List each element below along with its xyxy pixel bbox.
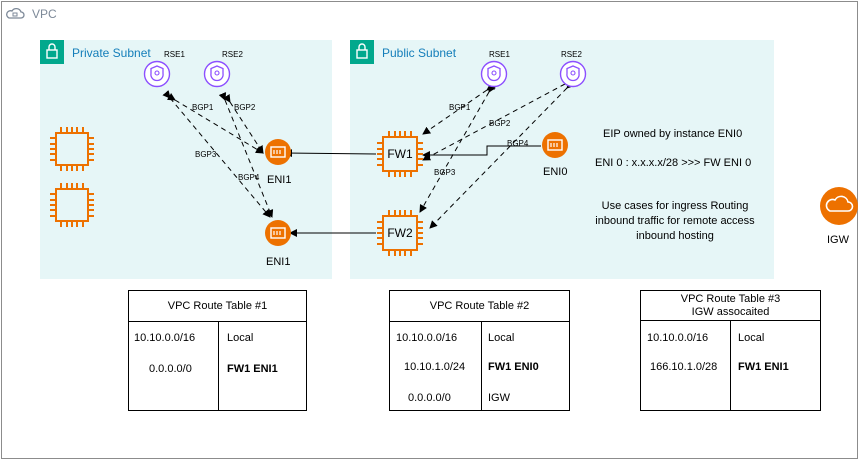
route-target: Local — [227, 332, 254, 344]
eni-icon — [265, 220, 291, 246]
route-table-2: VPC Route Table #2 10.10.0.0/16 Local 10… — [389, 290, 570, 411]
eni-label: ENI1 — [267, 174, 292, 186]
route-table-subtitle: IGW assocaited — [691, 306, 770, 318]
route-target: FW1 ENI0 — [488, 361, 539, 373]
bgp-label: BGP1 — [449, 103, 471, 112]
eni-label: ENI1 — [266, 256, 291, 268]
route-table-1: VPC Route Table #1 10.10.0.0/16 Local 0.… — [128, 290, 307, 411]
route-table-title: VPC Route Table #1 — [129, 291, 306, 322]
fw2-chip-icon — [377, 210, 423, 256]
route-server-endpoint-icon — [480, 60, 508, 88]
route-destination: 10.10.0.0/16 — [134, 332, 196, 344]
rse-label: RSE1 — [489, 50, 510, 59]
fw1-label: FW1 — [387, 147, 413, 161]
eni-label: ENI0 — [543, 166, 568, 178]
lock-icon — [350, 40, 374, 64]
vpc-label: VPC — [32, 7, 57, 21]
use-case-line: inbound hosting — [636, 230, 714, 242]
route-server-endpoint-icon — [559, 60, 587, 88]
fw1-chip-icon — [377, 131, 423, 177]
bgp-label: BGP4 — [507, 139, 529, 148]
private-subnet-title: Private Subnet — [72, 46, 151, 60]
bgp-label: BGP4 — [238, 173, 260, 182]
bgp-label: BGP2 — [489, 119, 511, 128]
igw-icon — [820, 187, 858, 225]
route-destination: 10.10.1.0/24 — [404, 361, 466, 373]
route-target: FW1 ENI1 — [738, 361, 789, 373]
route-target: IGW — [488, 392, 510, 404]
use-case-line: inbound traffic for remote access — [595, 215, 755, 227]
route-target: FW1 ENI1 — [227, 363, 278, 375]
fw2-label: FW2 — [387, 226, 413, 240]
route-destination: 10.10.0.0/16 — [647, 332, 709, 344]
eni-note: ENI 0 : x.x.x.x/28 >>> FW ENI 0 — [595, 157, 752, 169]
rse-label: RSE2 — [561, 50, 582, 59]
eni-icon — [265, 139, 291, 165]
route-table-3: VPC Route Table #3 IGW assocaited 10.10.… — [640, 290, 821, 411]
use-case-line: Use cases for ingress Routing — [601, 200, 749, 212]
eip-note: EIP owned by instance ENI0 — [603, 128, 743, 140]
lock-icon — [40, 40, 64, 64]
route-destination: 166.10.1.0/28 — [650, 361, 718, 373]
bgp-label: BGP3 — [195, 150, 217, 159]
route-table-title: VPC Route Table #3 — [680, 293, 781, 305]
eni-icon — [542, 132, 568, 158]
igw-label: IGW — [827, 234, 849, 246]
rse-label: RSE1 — [164, 50, 185, 59]
route-destination: 10.10.0.0/16 — [396, 332, 458, 344]
route-server-endpoint-icon — [143, 60, 171, 88]
vpc-cloud-icon — [4, 4, 26, 24]
ec2-instance-icon — [50, 183, 94, 227]
route-server-endpoint-icon — [203, 60, 231, 88]
route-table-title: VPC Route Table #2 — [390, 291, 569, 322]
bgp-label: BGP3 — [434, 168, 456, 177]
route-target: Local — [738, 332, 765, 344]
route-destination: 0.0.0.0/0 — [149, 363, 192, 375]
bgp-label: BGP1 — [192, 103, 214, 112]
bgp-label: BGP2 — [234, 103, 256, 112]
public-subnet-title: Public Subnet — [382, 46, 457, 60]
ec2-instance-icon — [50, 127, 94, 171]
rse-label: RSE2 — [222, 50, 243, 59]
route-target: Local — [488, 332, 515, 344]
route-table-header: VPC Route Table #3 IGW assocaited — [641, 291, 820, 321]
route-destination: 0.0.0.0/0 — [408, 392, 451, 404]
